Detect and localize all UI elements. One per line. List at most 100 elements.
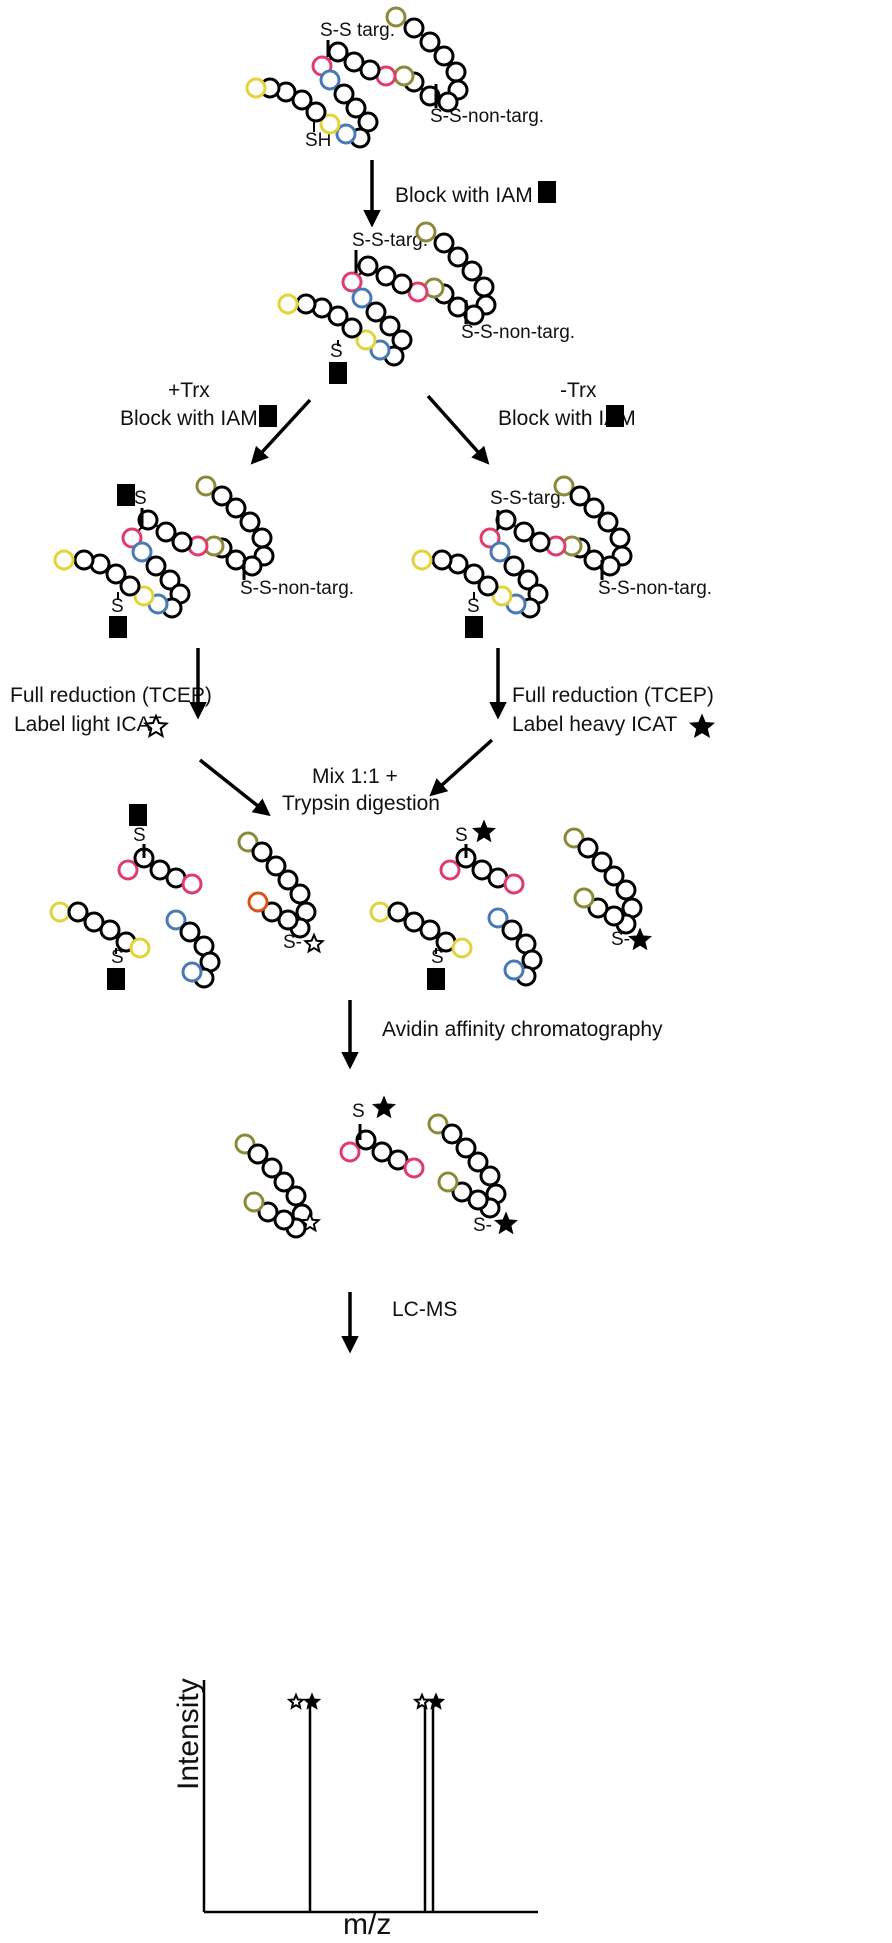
residue-bead xyxy=(441,1123,463,1145)
residue-bead xyxy=(277,293,299,315)
residue-bead xyxy=(327,305,349,327)
s-label: S xyxy=(431,947,444,968)
sh-label: SH xyxy=(305,130,331,151)
residue-bead xyxy=(273,1171,295,1193)
open-star-light-icat-icon xyxy=(302,932,326,954)
residue-bead xyxy=(195,475,217,497)
residue-bead xyxy=(591,851,613,873)
residue-bead xyxy=(433,232,455,254)
residue-bead xyxy=(247,891,269,913)
residue-bead xyxy=(393,65,415,87)
residue-bead xyxy=(503,959,525,981)
residue-bead xyxy=(333,83,355,105)
residue-bead xyxy=(121,527,143,549)
residue-bead xyxy=(351,287,373,309)
filled-star-heavy-icat-icon xyxy=(494,1211,518,1235)
open-star-light-icat-icon xyxy=(298,1211,322,1233)
filled-star-heavy-icat-icon xyxy=(688,713,716,738)
residue-bead xyxy=(615,879,637,901)
block-iam-label-right: Block with IAM xyxy=(498,407,636,430)
residue-bead xyxy=(237,831,259,853)
residue-bead xyxy=(159,569,181,591)
residue-bead xyxy=(419,31,441,53)
residue-bead xyxy=(451,937,473,959)
residue-bead xyxy=(239,511,261,533)
residue-bead xyxy=(355,329,377,351)
residue-bead xyxy=(597,511,619,533)
residue-bead xyxy=(343,51,365,73)
residue-bead xyxy=(427,1113,449,1135)
lcms-label: LC-MS xyxy=(392,1298,457,1321)
residue-bead xyxy=(477,575,499,597)
residue-bead xyxy=(251,527,273,549)
filled-star-heavy-icat-icon xyxy=(372,1095,396,1119)
black-square-iam-icon xyxy=(109,616,127,638)
residue-bead xyxy=(133,585,155,607)
residue-bead xyxy=(455,1137,477,1159)
full-reduction-label-right: Full reduction (TCEP) xyxy=(512,684,714,707)
ss-nontarg-label-2: S-S-non-targ. xyxy=(461,322,575,343)
mix-label: Mix 1:1 + xyxy=(312,765,398,788)
residue-bead xyxy=(341,271,363,293)
residue-bead xyxy=(403,911,425,933)
block-iam-label-1: Block with IAM xyxy=(395,184,533,207)
residue-bead xyxy=(563,827,585,849)
black-square-iam-icon xyxy=(129,804,147,826)
residue-bead xyxy=(569,485,591,507)
ss-targ-label: S-S targ. xyxy=(320,20,395,41)
residue-bead xyxy=(365,301,387,323)
residue-bead xyxy=(407,281,429,303)
residue-bead xyxy=(319,113,341,135)
filled-star-heavy-icat-icon xyxy=(472,819,496,843)
residue-bead xyxy=(487,907,509,929)
residue-bead xyxy=(387,1149,409,1171)
residue-bead xyxy=(391,273,413,295)
residue-bead xyxy=(369,901,391,923)
residue-bead xyxy=(491,585,513,607)
residue-bead xyxy=(379,315,401,337)
residue-bead xyxy=(117,859,139,881)
residue-bead xyxy=(479,1165,501,1187)
residue-bead xyxy=(289,883,311,905)
residue-bead xyxy=(273,1209,295,1231)
open-star-light-icat-icon xyxy=(286,1692,306,1710)
residue-bead xyxy=(225,497,247,519)
residue-bead xyxy=(513,521,535,543)
residue-bead xyxy=(53,549,75,571)
s-label: S xyxy=(330,341,343,362)
residue-bead xyxy=(149,859,171,881)
residue-bead xyxy=(131,541,153,563)
residue-bead xyxy=(463,563,485,585)
residue-bead xyxy=(277,869,299,891)
s-label: S xyxy=(352,1101,365,1122)
residue-bead xyxy=(171,531,193,553)
residue-bead xyxy=(445,61,467,83)
filled-star-heavy-icat-icon xyxy=(302,1692,322,1710)
residue-bead xyxy=(251,841,273,863)
residue-bead xyxy=(403,17,425,39)
residue-bead xyxy=(553,475,575,497)
residue-bead xyxy=(341,317,363,339)
residue-bead xyxy=(609,527,631,549)
residue-bead xyxy=(67,901,89,923)
residue-bead xyxy=(319,69,341,91)
light-icat-label: Label light ICAT xyxy=(14,713,162,736)
residue-bead xyxy=(473,276,495,298)
block-iam-label-left: Block with IAM xyxy=(120,407,258,430)
residue-bead xyxy=(335,123,357,145)
residue-bead xyxy=(49,901,71,923)
residue-bead xyxy=(99,919,121,941)
s-label: S xyxy=(467,596,480,617)
residue-bead xyxy=(181,873,203,895)
s-label: S xyxy=(134,488,147,509)
residue-bead xyxy=(291,89,313,111)
ss-targ-label-2: S-S-targ. xyxy=(352,230,428,251)
residue-bead xyxy=(295,293,317,315)
residue-bead xyxy=(467,1151,489,1173)
filled-star-heavy-icat-icon xyxy=(426,1692,446,1710)
residue-bead xyxy=(433,45,455,67)
residue-bead xyxy=(261,1157,283,1179)
filled-star-heavy-icat-icon xyxy=(628,927,652,951)
